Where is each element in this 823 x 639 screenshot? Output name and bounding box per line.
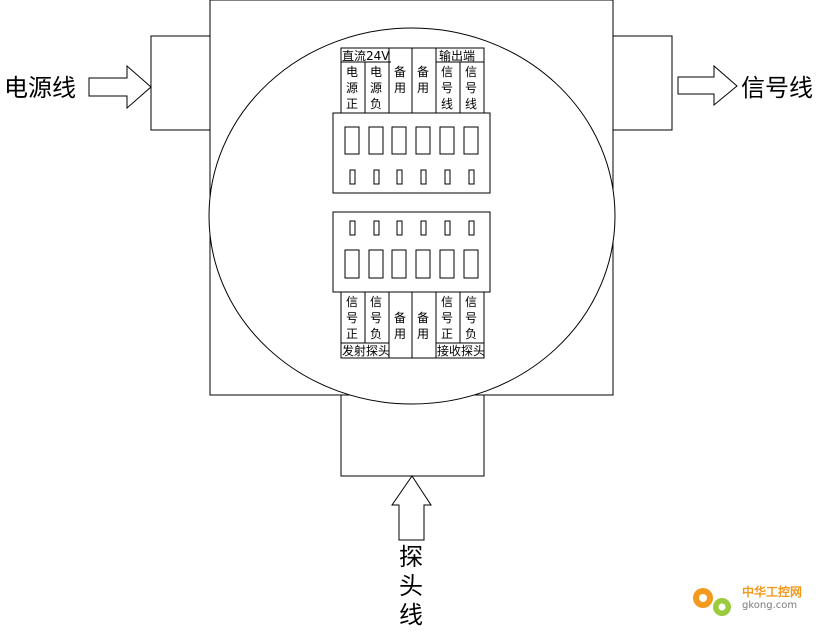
bottom-wire-hole [468,220,475,236]
bottom-col-5-char-2: 号 [441,311,453,325]
bottom-terminal-slots [344,220,479,279]
top-screw-slot [415,126,431,155]
bottom-col-6-char-2: 号 [465,311,477,325]
bottom-screw-slot [415,249,431,279]
probe-line-label-1: 探 [399,543,423,571]
probe-line-label-3: 线 [399,601,423,629]
bottom-col-1-char-1: 信 [346,295,358,309]
top-terminal-slots [344,126,479,185]
power-line-label: 电源线 [4,74,76,102]
bottom-col-5-char-1: 信 [441,295,453,309]
top-screw-slot [344,126,360,155]
watermark-url: gkong.com [742,600,797,611]
gear-green-hub [718,603,726,611]
top-header-output: 输出端 [439,48,475,63]
top-screw-slot [368,126,384,155]
bottom-footer-transmit-probe: 发射探头 [342,343,390,358]
top-col-5-char-3: 线 [441,97,453,111]
top-wire-hole [373,169,380,185]
top-screw-slot [439,126,455,155]
top-col-5-char-1: 信 [441,65,453,79]
top-col-3-char-2: 用 [394,81,406,95]
top-col-2-char-1: 电 [370,65,382,79]
top-col-1-char-2: 源 [346,81,358,95]
signal-line-label: 信号线 [741,74,813,102]
top-wire-hole [420,169,427,185]
bottom-col-6-char-1: 信 [465,295,477,309]
top-wire-hole [468,169,475,185]
watermark-logo: 中华工控网 gkong.com [693,584,802,616]
left-gland [150,35,211,131]
top-col-4-char-1: 备 [417,65,429,79]
top-wire-hole [444,169,451,185]
bottom-col-2-char-3: 负 [370,327,382,341]
top-col-6-char-3: 线 [465,97,477,111]
top-screw-slot [391,126,407,155]
top-col-3-char-1: 备 [394,65,406,79]
bottom-col-5-char-3: 正 [441,327,453,341]
bottom-col-2-char-2: 号 [370,311,382,325]
watermark-title: 中华工控网 [742,584,802,599]
top-col-4-char-2: 用 [417,81,429,95]
bottom-col-4-char-1: 备 [417,311,429,325]
top-col-1-char-1: 电 [346,65,358,79]
top-terminal-block: 直流24V 输出端 电 源 正 电 源 负 备 用 备 用 信 号 线 信 号 … [332,47,491,194]
bottom-screw-slot [368,249,384,279]
top-col-1-char-3: 正 [346,97,358,111]
top-col-6-char-1: 信 [465,65,477,79]
probe-line-arrow [391,475,432,541]
top-col-6-char-2: 号 [465,81,477,95]
bottom-col-3-char-1: 备 [394,311,406,325]
top-wire-hole [396,169,403,185]
bottom-gland [340,394,485,477]
bottom-wire-hole [349,220,356,236]
bottom-col-1-char-3: 正 [346,327,358,341]
bottom-wire-hole [444,220,451,236]
top-col-2-char-2: 源 [370,81,382,95]
bottom-col-2-char-1: 信 [370,295,382,309]
power-line-arrow [88,64,152,110]
signal-line-arrow [677,64,738,107]
top-col-5-char-2: 号 [441,81,453,95]
gear-orange-hub [699,594,707,602]
bottom-footer-receive-probe: 接收探头 [437,343,485,358]
top-wire-hole [349,169,356,185]
gear-icon [693,588,731,616]
bottom-col-6-char-3: 负 [465,327,477,341]
bottom-screw-slot [344,249,360,279]
top-col-2-char-3: 负 [370,97,382,111]
bottom-screw-slot [463,249,479,279]
bottom-wire-hole [396,220,403,236]
bottom-col-3-char-2: 用 [394,327,406,341]
top-header-dc24v: 直流24V [342,49,390,63]
bottom-wire-hole [373,220,380,236]
bottom-col-1-char-2: 号 [346,311,358,325]
top-screw-slot [463,126,479,155]
bottom-screw-slot [439,249,455,279]
bottom-terminal-block: 信 号 正 信 号 负 备 用 备 用 信 号 正 信 号 负 发射探头 接收探… [332,211,491,359]
bottom-col-4-char-2: 用 [417,327,429,341]
bottom-screw-slot [391,249,407,279]
bottom-wire-hole [420,220,427,236]
right-gland [612,35,673,131]
probe-line-label-2: 头 [399,572,423,600]
